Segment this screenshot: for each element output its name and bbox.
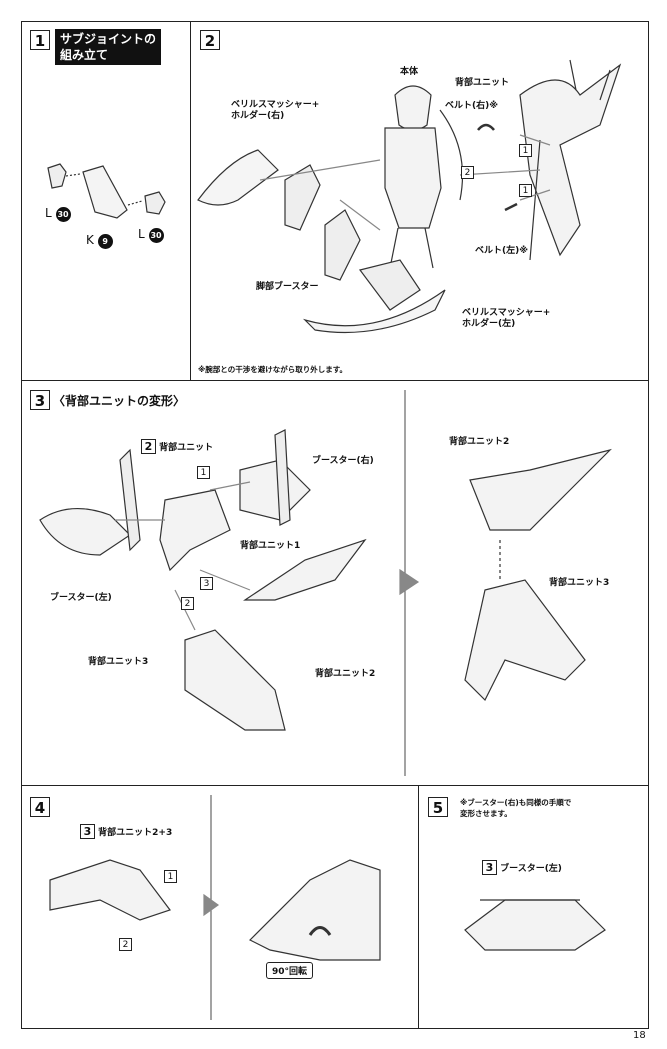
label-back-unit1: 背部ユニット1 [240, 541, 301, 551]
sub-step-number: 2 [119, 938, 132, 951]
part-letter: L [138, 227, 145, 241]
sub-step-number: 1 [197, 466, 210, 479]
label-body: 本体 [400, 67, 419, 77]
sub-step-1: 1 [164, 864, 177, 883]
label-booster-right: ブースター(右) [312, 456, 374, 466]
step1-title: サブジョイントの 組み立て [55, 29, 162, 65]
step2-footnote: ※腕部との干渉を避けながら取り外します。 [198, 365, 347, 374]
label-belt-left: ベルト(左)※ [475, 246, 528, 256]
label-belt-right: ベルト(右)※ [445, 101, 498, 111]
step1-number: 1 [30, 30, 50, 50]
step3-number: 3 [30, 390, 50, 410]
ref-step-number: 3 [482, 860, 497, 875]
label-back-unit2: 背部ユニット2 [315, 669, 376, 679]
sub-step-3: 3 [200, 571, 213, 590]
label-back-unit3: 背部ユニット3 [88, 657, 149, 667]
sub-step-1: 1 [197, 460, 210, 479]
sub-step-2: 2 [119, 932, 132, 951]
sub-step-number: 2 [461, 166, 474, 179]
sub-step-number: 1 [519, 184, 532, 197]
label-back-unit: 背部ユニット [455, 78, 510, 88]
part-number-badge: 30 [148, 228, 164, 243]
label-text: ブースター(左) [500, 864, 562, 874]
step2-number: 2 [200, 30, 220, 50]
step5-panel [418, 785, 649, 1029]
part-letter: K [86, 233, 94, 247]
label-back-unit3-right: 背部ユニット3 [549, 578, 610, 588]
part-number-badge: 9 [97, 234, 113, 249]
step3-title: 〈背部ユニットの変形〉 [53, 394, 186, 408]
rotate-label: 90°回転 [266, 962, 314, 979]
label-leg-booster: 脚部ブースター [256, 282, 319, 292]
sub-step-2: 2 [181, 591, 194, 610]
sub-step-2: 2 [461, 160, 474, 179]
label-booster-left-step5: 3 ブースター(左) [482, 860, 562, 875]
label-back-unit-step3: 2 背部ユニット [141, 439, 213, 454]
sub-step-number: 1 [164, 870, 177, 883]
sub-step-number: 3 [200, 577, 213, 590]
ref-step-number: 3 [80, 824, 95, 839]
sub-step-1a: 1 [519, 138, 532, 157]
part-number-badge: 30 [55, 207, 71, 222]
step5-number: 5 [428, 797, 448, 817]
sub-step-number: 1 [519, 144, 532, 157]
part-label-k: K 9 [86, 234, 113, 249]
ref-step-number: 2 [141, 439, 156, 454]
part-label-l-top: L 30 [45, 207, 71, 222]
label-text: 背部ユニット2+3 [98, 828, 173, 838]
part-label-l-right: L 30 [138, 228, 164, 243]
label-booster-left: ブースター(左) [50, 593, 112, 603]
sub-step-1b: 1 [519, 178, 532, 197]
label-back-unit2-right: 背部ユニット2 [449, 437, 510, 447]
step4-number: 4 [30, 797, 50, 817]
page-number: 18 [633, 1030, 646, 1041]
sub-step-number: 2 [181, 597, 194, 610]
label-text: 背部ユニット [159, 443, 214, 453]
step5-note: ※ブースター(右)も同様の手順で 変形させます。 [460, 798, 572, 818]
label-beryl-right: ベリルスマッシャー+ ホルダー(右) [231, 100, 320, 121]
part-letter: L [45, 206, 52, 220]
label-beryl-left: ベリルスマッシャー+ ホルダー(左) [462, 308, 551, 329]
label-back-unit2-3: 3 背部ユニット2+3 [80, 824, 172, 839]
